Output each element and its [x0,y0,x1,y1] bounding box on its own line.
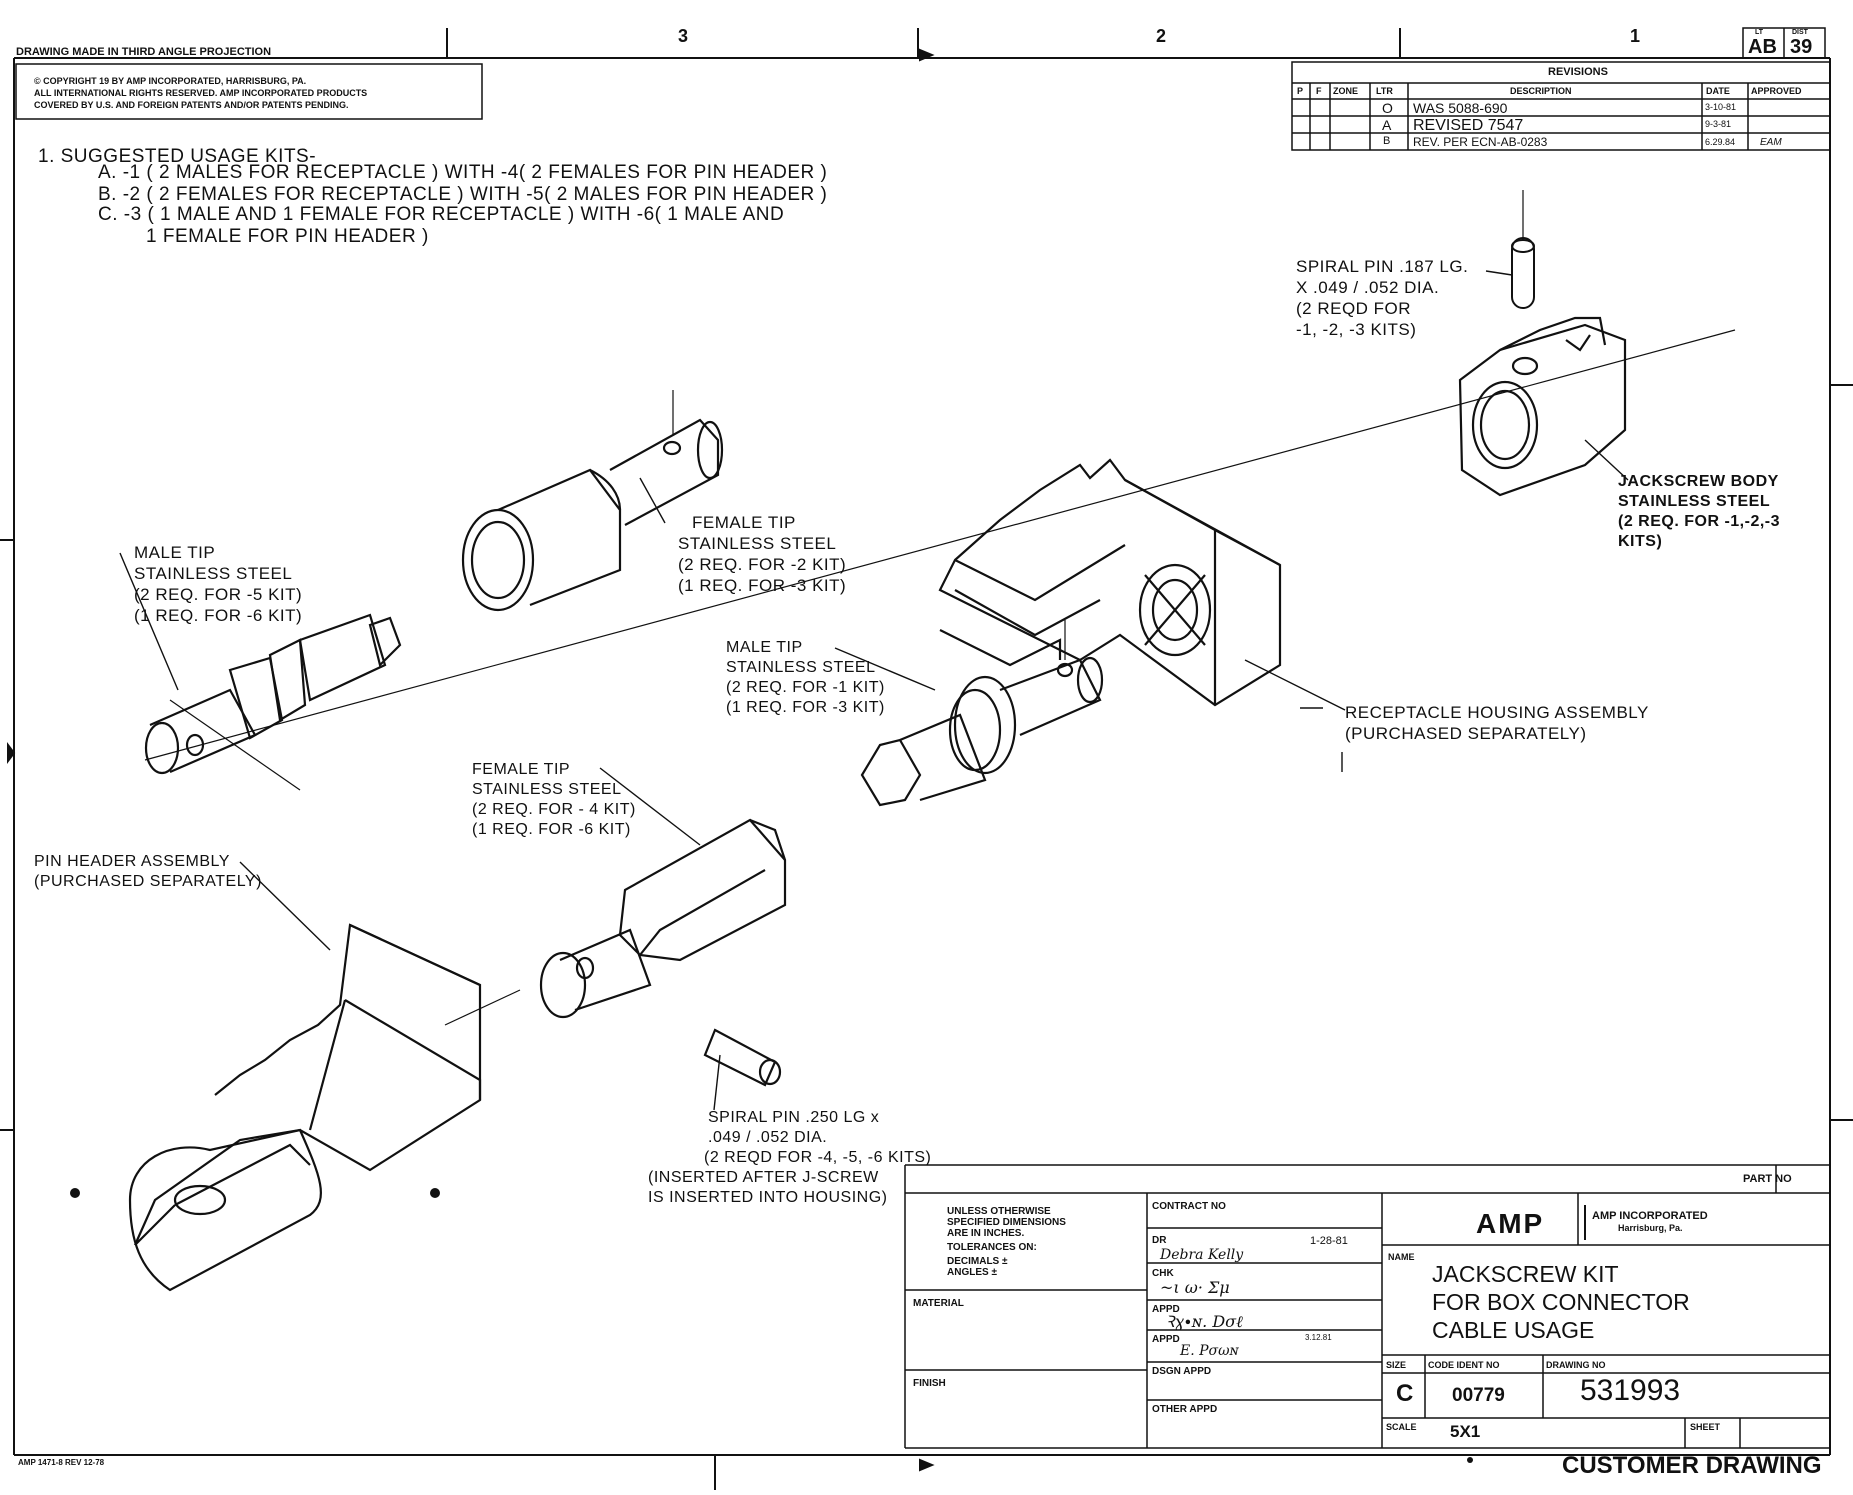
drawing-no-value: 531993 [1580,1374,1681,1407]
copyright-line-3: COVERED BY U.S. AND FOREIGN PATENTS AND/… [34,100,349,110]
note-line-4: C. -3 ( 1 MALE AND 1 FEMALE FOR RECEPTAC… [98,204,785,225]
callout-female-tip-hex: FEMALE TIP STAINLESS STEEL (2 REQ. FOR -… [472,761,636,838]
chk-signature-icon: ~ι ω· Σμ [1160,1278,1230,1297]
rev-col-approved: APPROVED [1751,86,1802,96]
callout-spiral-pin-250: SPIRAL PIN .250 LG x .049 / .052 DIA. (2… [648,1109,932,1206]
revisions-title: REVISIONS [1548,66,1608,78]
spiral-pin-250-shape [703,1028,782,1087]
rev-row-description: REV. PER ECN-AB-0283 [1413,135,1548,149]
appd-label: APPD [1152,1304,1180,1315]
rev-row-date: 3-10-81 [1705,102,1737,112]
callout-female-tip-upper: FEMALE TIP STAINLESS STEEL (2 REQ. FOR -… [678,513,847,595]
chk-label: CHK [1152,1268,1174,1279]
jackscrew-body-shape [1458,316,1627,497]
note-line-2: A. -1 ( 2 MALES FOR RECEPTACLE ) WITH -4… [98,162,828,183]
appd-signature-icon: Ꝛɣ∙ɴ. Dσℓ [1165,1312,1243,1331]
sheet-label: SHEET [1690,1422,1721,1432]
code-ident-value: 00779 [1452,1385,1505,1406]
rev-row-description: REVISED 7547 [1413,117,1524,134]
rev-col-f: F [1316,86,1322,96]
male-tip-center-shape [860,656,1104,807]
appd2-signature-icon: Ε. Ρσωɴ [1180,1343,1239,1359]
rev-col-zone: ZONE [1333,86,1359,96]
appd2-date: 3.12.81 [1305,1333,1332,1342]
zone-3: 3 [678,26,689,46]
size-label: SIZE [1386,1360,1407,1370]
female-tip-hex-shape [539,818,787,1019]
dr-date: 1-28-81 [1310,1235,1348,1247]
lt-value: AB [1748,36,1777,58]
callout-jackscrew-body: JACKSCREW BODY STAINLESS STEEL (2 REQ. F… [1618,473,1781,550]
callout-pin-header: PIN HEADER ASSEMBLY (PURCHASED SEPARATEL… [34,853,262,890]
note-line-5: 1 FEMALE FOR PIN HEADER ) [146,226,429,247]
part-no-label: PART NO [1743,1173,1792,1185]
sheet-frame [0,28,1853,1490]
callout-spiral-pin-187: SPIRAL PIN .187 LG. X .049 / .052 DIA. (… [1296,257,1469,339]
rev-row-date: 6.29.84 [1705,137,1736,147]
appd2-label: APPD [1152,1334,1180,1345]
receptacle-housing-shape [938,458,1282,707]
dsgn-appd-label: DSGN APPD [1152,1366,1212,1377]
copyright-line-1: © COPYRIGHT 19 BY AMP INCORPORATED, HARR… [34,76,307,86]
drawing-no-label: DRAWING NO [1546,1360,1606,1370]
callout-male-tip-center: MALE TIP STAINLESS STEEL (2 REQ. FOR -1 … [726,639,885,716]
amp-logo: AMP [1476,1208,1545,1239]
note-line-3: B. -2 ( 2 FEMALES FOR RECEPTACLE ) WITH … [98,184,828,205]
rev-col-date: DATE [1706,86,1730,96]
rev-col-description: DESCRIPTION [1510,86,1572,96]
form-number: AMP 1471-8 REV 12-78 [18,1458,105,1467]
company-name: AMP INCORPORATED [1592,1210,1708,1222]
dist-label: DIST [1792,29,1808,36]
leader-lines [119,270,1629,1111]
dist-value: 39 [1790,36,1813,58]
male-tip-left-shape [144,613,402,775]
callout-male-tip-left: MALE TIP STAINLESS STEEL (2 REQ. FOR -5 … [134,543,303,625]
zone-2: 2 [1156,26,1167,46]
lt-label: LT [1755,29,1764,36]
size-value: C [1396,1380,1414,1407]
pin-header-shape [128,923,482,1292]
finish-label: FINISH [913,1378,946,1389]
registration-dots [70,1188,1473,1463]
zone-1: 1 [1630,26,1641,46]
tolerance-note: UNLESS OTHERWISE SPECIFIED DIMENSIONS AR… [947,1206,1066,1278]
rev-row-ltr: B [1383,135,1391,147]
other-appd-label: OTHER APPD [1152,1404,1218,1415]
customer-drawing-label: CUSTOMER DRAWING [1562,1452,1822,1479]
scale-value: 5X1 [1450,1422,1481,1441]
copyright-box [15,63,483,120]
projection-note: DRAWING MADE IN THIRD ANGLE PROJECTION [16,46,272,58]
spiral-pin-187-shape [1511,237,1535,309]
rev-row-description: WAS 5088-690 [1413,100,1508,116]
rev-col-ltr: LTR [1376,86,1393,96]
dr-label: DR [1152,1235,1167,1246]
revisions-grid [1291,61,1831,151]
female-tip-upper-shape [461,418,724,612]
drawing-title: JACKSCREW KIT FOR BOX CONNECTOR CABLE US… [1432,1261,1690,1343]
name-label: NAME [1388,1252,1415,1262]
copyright-line-2: ALL INTERNATIONAL RIGHTS RESERVED. AMP I… [34,88,368,98]
material-label: MATERIAL [913,1298,964,1309]
center-line [144,190,1736,1026]
dr-name: Debra Kelly [1160,1247,1244,1263]
note-line-1: 1. SUGGESTED USAGE KITS- [38,146,317,167]
rev-col-p: P [1297,86,1304,96]
code-ident-label: CODE IDENT NO [1428,1360,1500,1370]
rev-row-date: 9-3-81 [1705,119,1732,129]
company-city: Harrisburg, Pa. [1618,1223,1683,1233]
title-block-grid [904,1164,1830,1449]
scale-label: SCALE [1386,1422,1417,1432]
rev-row-approved: EAM [1760,137,1782,148]
rev-row-ltr: A [1382,117,1392,133]
contract-no-label: CONTRACT NO [1152,1201,1226,1212]
callout-receptacle-housing: RECEPTACLE HOUSING ASSEMBLY (PURCHASED S… [1345,703,1649,743]
rev-row-ltr: O [1382,100,1393,116]
